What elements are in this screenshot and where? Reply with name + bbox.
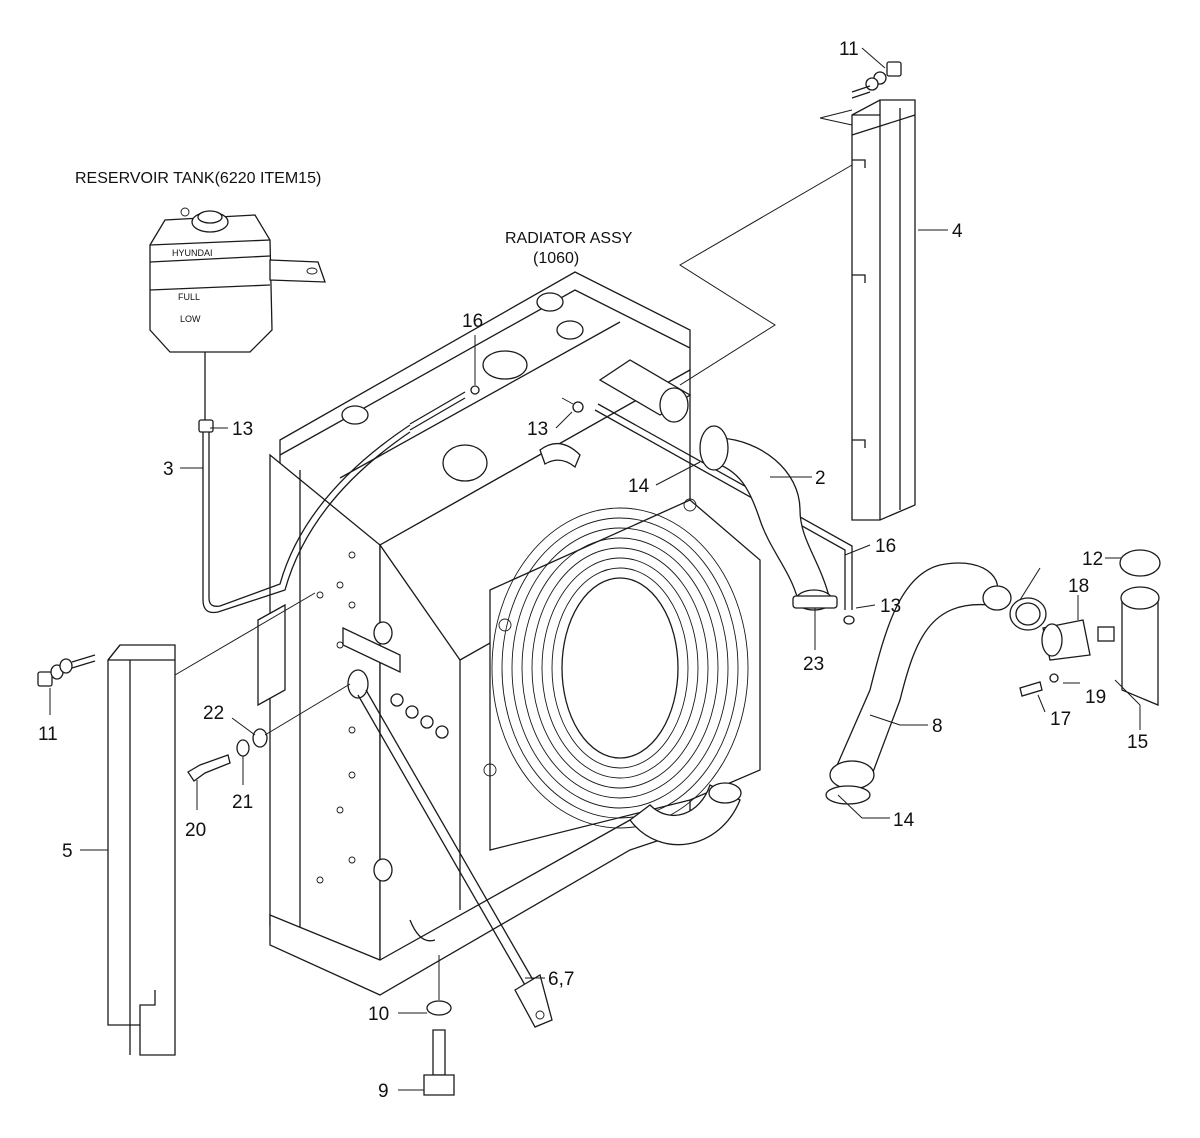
callout-21: 21 bbox=[232, 792, 253, 813]
tank-brand-text: HYUNDAI bbox=[172, 248, 213, 258]
callout-12: 12 bbox=[1082, 549, 1103, 570]
callout-14-top: 14 bbox=[628, 476, 650, 497]
callout-11-top: 11 bbox=[839, 39, 859, 60]
side-panel-4 bbox=[851, 99, 916, 521]
upper-hose bbox=[699, 425, 838, 611]
radiator-side-panel bbox=[269, 453, 381, 977]
callout-16-right: 16 bbox=[875, 536, 896, 557]
radiator-assy bbox=[257, 271, 761, 996]
clamp-14-lower bbox=[825, 785, 871, 805]
stay-rod bbox=[347, 669, 553, 1028]
callout-22: 22 bbox=[203, 703, 224, 724]
callout-19: 19 bbox=[1085, 687, 1106, 708]
bolt-9 bbox=[432, 1029, 446, 1076]
hose-clip-13 bbox=[198, 419, 214, 433]
side-panel-holes bbox=[316, 551, 356, 884]
side-panel-5 bbox=[107, 644, 176, 1056]
radiator-cap bbox=[482, 350, 528, 380]
callout-11-left: 11 bbox=[38, 724, 58, 745]
callout-3: 3 bbox=[163, 459, 174, 480]
washer-22 bbox=[252, 728, 268, 748]
outlet-pipe-15 bbox=[1041, 586, 1160, 706]
callout-13-right: 13 bbox=[880, 596, 901, 617]
bolt-17 bbox=[1019, 681, 1043, 697]
reservoir-tank-caption: RESERVOIR TANK(6220 ITEM15) bbox=[75, 170, 321, 187]
reservoir-body bbox=[149, 214, 273, 353]
fan-rings bbox=[491, 507, 749, 829]
tank-full-mark: FULL bbox=[178, 292, 200, 302]
callout-23: 23 bbox=[803, 654, 824, 675]
callout-17: 17 bbox=[1050, 709, 1071, 730]
callout-6-7: 6,7 bbox=[548, 969, 574, 990]
callout-4: 4 bbox=[952, 221, 963, 242]
washer-21 bbox=[236, 739, 250, 757]
callout-5: 5 bbox=[62, 841, 73, 862]
callout-13-tank: 13 bbox=[232, 419, 253, 440]
bolt-11-top bbox=[851, 61, 902, 99]
callout-18: 18 bbox=[1068, 576, 1089, 597]
callout-9: 9 bbox=[378, 1081, 389, 1102]
callout-20: 20 bbox=[185, 820, 206, 841]
lower-hose bbox=[825, 562, 1012, 805]
callout-8: 8 bbox=[932, 716, 943, 737]
clamp-12-b bbox=[1119, 549, 1161, 577]
reservoir-hose bbox=[202, 425, 411, 614]
callout-13-top: 13 bbox=[527, 419, 548, 440]
callout-15: 15 bbox=[1127, 732, 1148, 753]
drain-plugs bbox=[390, 693, 449, 739]
radiator-assy-number: (1060) bbox=[533, 250, 579, 267]
washer-19 bbox=[1049, 673, 1059, 683]
clamp-23 bbox=[792, 595, 838, 609]
bolt-20 bbox=[187, 754, 231, 782]
callout-14-bottom: 14 bbox=[893, 810, 915, 831]
leader-lines bbox=[49, 47, 1141, 1091]
callout-10: 10 bbox=[368, 1004, 389, 1025]
washer-10 bbox=[426, 1000, 452, 1016]
bolt-11-left bbox=[37, 654, 96, 687]
reservoir-tank: HYUNDAI FULL LOW bbox=[149, 207, 326, 420]
callout-16-top: 16 bbox=[462, 311, 483, 332]
callout-2: 2 bbox=[815, 468, 826, 489]
reservoir-bracket bbox=[269, 259, 326, 283]
radiator-assy-caption: RADIATOR ASSY bbox=[505, 230, 633, 247]
overflow-tube bbox=[594, 409, 846, 610]
tank-low-mark: LOW bbox=[180, 314, 201, 324]
